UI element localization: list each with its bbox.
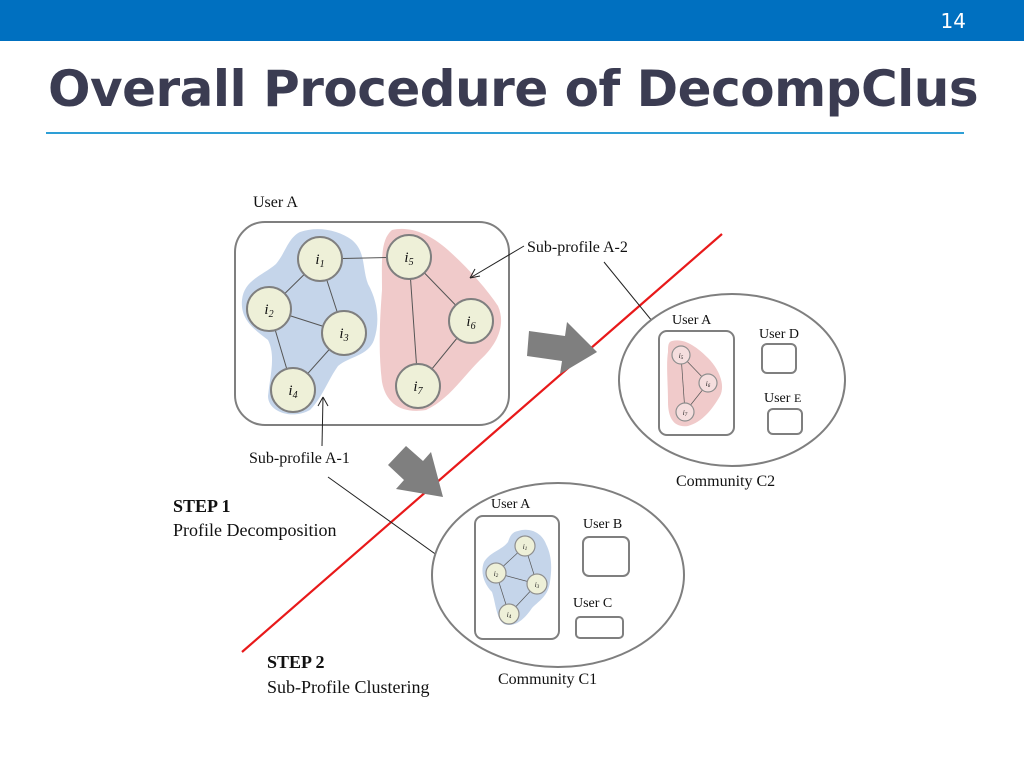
svg-text:i1: i1 bbox=[523, 543, 527, 552]
step1-label: STEP 1 bbox=[173, 496, 231, 516]
sub-profile-a2-pointer bbox=[469, 245, 525, 279]
step-divider-line bbox=[241, 233, 723, 653]
svg-text:i3: i3 bbox=[339, 326, 348, 344]
community-c2-user-d-label: User D bbox=[759, 327, 799, 342]
c1-mini-node-i4: i4 bbox=[498, 603, 520, 625]
community-c2-label: Community C2 bbox=[676, 473, 775, 490]
svg-text:i3: i3 bbox=[535, 581, 540, 590]
slide-number: 14 bbox=[940, 9, 966, 33]
c1-mini-node-i2: i2 bbox=[485, 562, 507, 584]
step1-name: Profile Decomposition bbox=[173, 520, 336, 540]
community-c1-user-b-box bbox=[582, 536, 630, 577]
item-node-i7: i7 bbox=[395, 363, 441, 409]
svg-text:i1: i1 bbox=[315, 252, 324, 270]
sub-profile-a2-label: Sub-profile A-2 bbox=[527, 239, 628, 256]
title-divider bbox=[46, 132, 964, 134]
step2-label: STEP 2 bbox=[267, 652, 325, 672]
svg-text:i5: i5 bbox=[404, 250, 413, 268]
svg-text:i6: i6 bbox=[706, 380, 711, 389]
sub-profile-a1-pointer bbox=[321, 396, 324, 447]
svg-text:i6: i6 bbox=[466, 314, 475, 332]
svg-text:i2: i2 bbox=[264, 302, 273, 320]
svg-text:i7: i7 bbox=[683, 409, 688, 418]
c1-mini-node-i3: i3 bbox=[526, 573, 548, 595]
c1-mini-node-i1: i1 bbox=[514, 535, 536, 557]
sub-profile-a1-label: Sub-profile A-1 bbox=[249, 450, 350, 467]
c1-sub-profile-a1-region bbox=[482, 529, 552, 626]
step2-name: Sub-Profile Clustering bbox=[267, 677, 430, 697]
community-c1-user-c-label: User C bbox=[573, 596, 612, 611]
arrow-to-community-c2 bbox=[527, 322, 597, 374]
community-c1-user-b-label: User B bbox=[583, 517, 622, 532]
user-a-label: User A bbox=[253, 194, 298, 211]
svg-text:i5: i5 bbox=[679, 352, 684, 361]
arrow-to-community-c1 bbox=[388, 446, 443, 497]
community-c1-user-a-label: User A bbox=[491, 497, 531, 512]
community-c1-user-c-box bbox=[575, 616, 624, 639]
item-node-i4: i4 bbox=[270, 367, 316, 413]
item-node-i2: i2 bbox=[246, 286, 292, 332]
svg-text:i4: i4 bbox=[507, 611, 512, 620]
svg-text:i4: i4 bbox=[288, 383, 297, 401]
svg-text:i7: i7 bbox=[413, 379, 423, 397]
sub-profile-a2-pointer-head bbox=[469, 268, 481, 279]
item-node-i1: i1 bbox=[297, 236, 343, 282]
community-c2-user-e-label: User E bbox=[764, 391, 801, 406]
page-title: Overall Procedure of DecompClus bbox=[48, 60, 979, 118]
community-c1-label: Community C1 bbox=[498, 671, 597, 688]
c2-mini-node-i5: i5 bbox=[671, 345, 691, 365]
sub-profile-a1-pointer-head bbox=[317, 396, 329, 407]
header-bar bbox=[0, 0, 1024, 41]
svg-text:i2: i2 bbox=[494, 570, 499, 579]
item-node-i6: i6 bbox=[448, 298, 494, 344]
c2-mini-node-i7: i7 bbox=[675, 402, 695, 422]
item-node-i3: i3 bbox=[321, 310, 367, 356]
c2-mini-node-i6: i6 bbox=[698, 373, 718, 393]
community-c2-user-e-box bbox=[767, 408, 803, 435]
item-node-i5: i5 bbox=[386, 234, 432, 280]
community-c2-user-d-box bbox=[761, 343, 797, 374]
community-c2-user-a-label: User A bbox=[672, 313, 712, 328]
